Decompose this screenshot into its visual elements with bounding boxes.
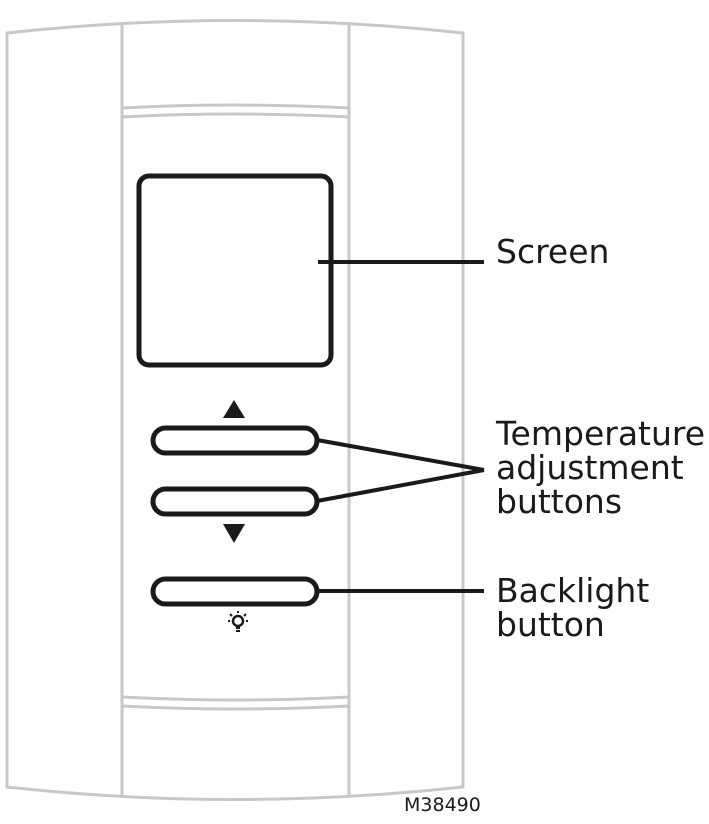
temperature-down-button[interactable] — [150, 486, 320, 517]
housing-outer-outline — [5, 19, 465, 801]
housing-bottom-groove-2 — [121, 704, 350, 711]
backlight-callout-line-1: Backlight — [496, 571, 650, 610]
figure-code: M38490 — [404, 794, 481, 816]
housing-top-groove-1 — [121, 103, 350, 110]
down-arrow-icon — [223, 524, 245, 543]
up-arrow-icon — [223, 400, 245, 418]
backlight-button[interactable] — [150, 576, 320, 607]
leader-lines — [316, 260, 485, 593]
screen — [136, 173, 334, 368]
backlight-button-callout-label: Backlight button — [496, 574, 649, 642]
thermostat-housing — [5, 19, 465, 801]
temperature-up-button[interactable] — [150, 425, 320, 456]
temperature-callout-line-2: adjustment — [496, 448, 684, 487]
housing-top-groove-2 — [121, 112, 350, 119]
screen-callout-text: Screen — [496, 232, 610, 271]
temperature-up-leader-line — [316, 438, 485, 472]
lightbulb-icon — [228, 611, 248, 632]
temperature-buttons-callout-label: Temperature adjustment buttons — [496, 417, 705, 519]
housing-bottom-groove-1 — [121, 695, 350, 702]
screen-callout-label: Screen — [496, 235, 609, 269]
temperature-down-leader-line — [316, 468, 485, 503]
backlight-callout-line-2: button — [496, 605, 605, 644]
temperature-callout-line-3: buttons — [496, 482, 623, 521]
temperature-callout-line-1: Temperature — [496, 414, 706, 453]
